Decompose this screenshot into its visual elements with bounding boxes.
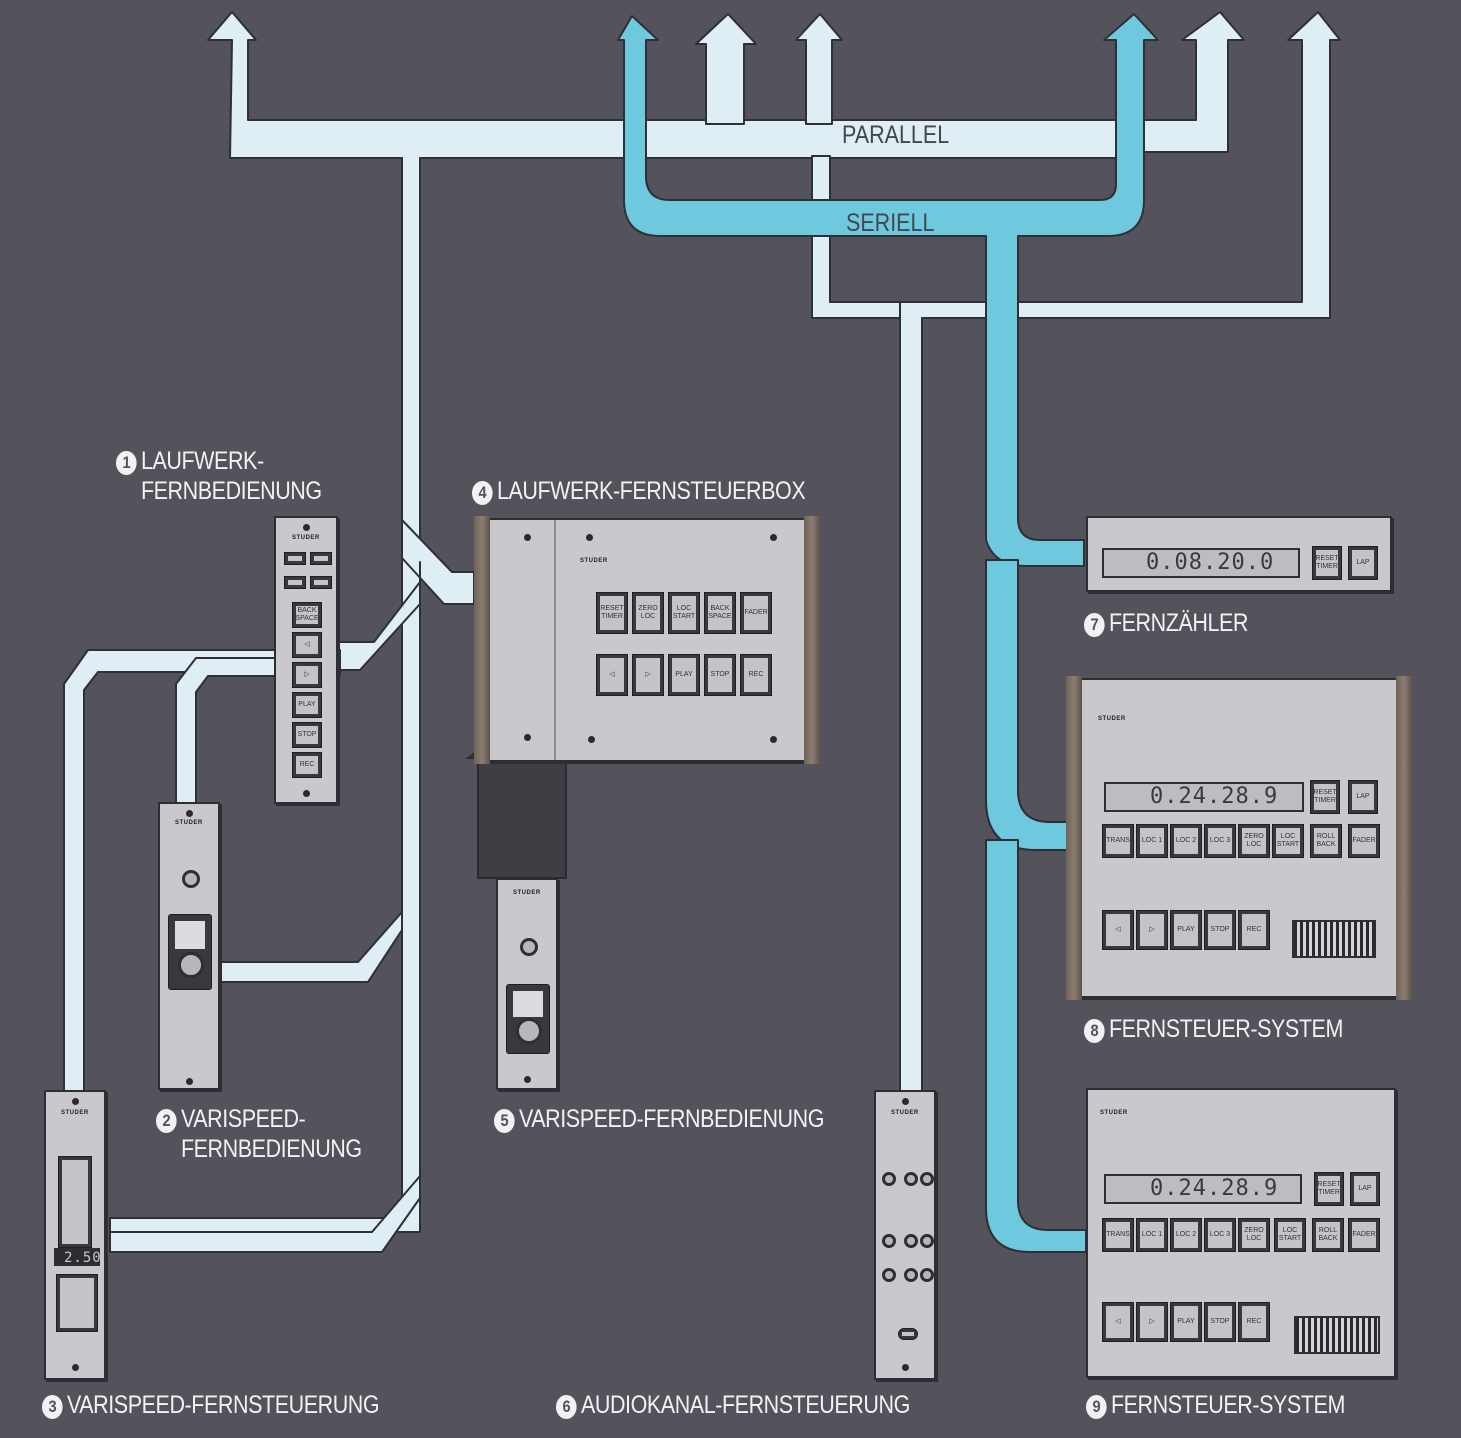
device-2-varispeed-remote: STUDER [158,802,220,1090]
counter-display-7: 0.08.20.0 [1102,548,1300,578]
counter-display-8: 0.24.28.9 [1104,782,1304,812]
device-1-transport-remote: STUDER BACK SPACE ◁ ▷ PLAY STOP REC [274,516,338,804]
device-5-varispeed-remote: STUDER [496,878,558,1090]
device-6-audio-channel-control: STUDER [874,1090,936,1380]
varispeed-display: 2.50 [54,1248,101,1266]
counter-display-9: 0.24.28.9 [1104,1174,1302,1204]
backspace-button[interactable]: BACK SPACE [292,602,322,628]
serial-bus [617,13,1159,1253]
parallel-bus-label: PARALLEL [842,121,950,149]
shuttle-wheel-9[interactable] [1294,1316,1380,1354]
device-7-remote-counter: 0.08.20.0 RESET TIMER LAP [1086,516,1392,592]
forward-button[interactable]: ▷ [292,662,322,688]
varispeed-knob[interactable] [178,952,204,978]
rec-button[interactable]: REC [292,752,322,778]
device-9-remote-system: STUDER 0.24.28.9 RESET TIMER LAP TRANS L… [1086,1088,1396,1378]
serial-bus-label: SERIELL [846,209,935,237]
device-8-remote-system: STUDER 0.24.28.9 RESET TIMER LAP TRANS L… [1066,676,1412,1000]
device-3-varispeed-control: STUDER 2.50 [44,1090,106,1380]
rewind-button[interactable]: ◁ [292,632,322,658]
shuttle-wheel-8[interactable] [1292,920,1376,958]
varispeed-indicator [182,870,200,888]
stop-button[interactable]: STOP [292,722,322,748]
device-4-transport-control-box: STUDER RESET TIMER ZERO LOC LOC START BA… [474,516,820,764]
play-button[interactable]: PLAY [292,692,322,718]
varispeed-knob-5[interactable] [516,1018,542,1044]
